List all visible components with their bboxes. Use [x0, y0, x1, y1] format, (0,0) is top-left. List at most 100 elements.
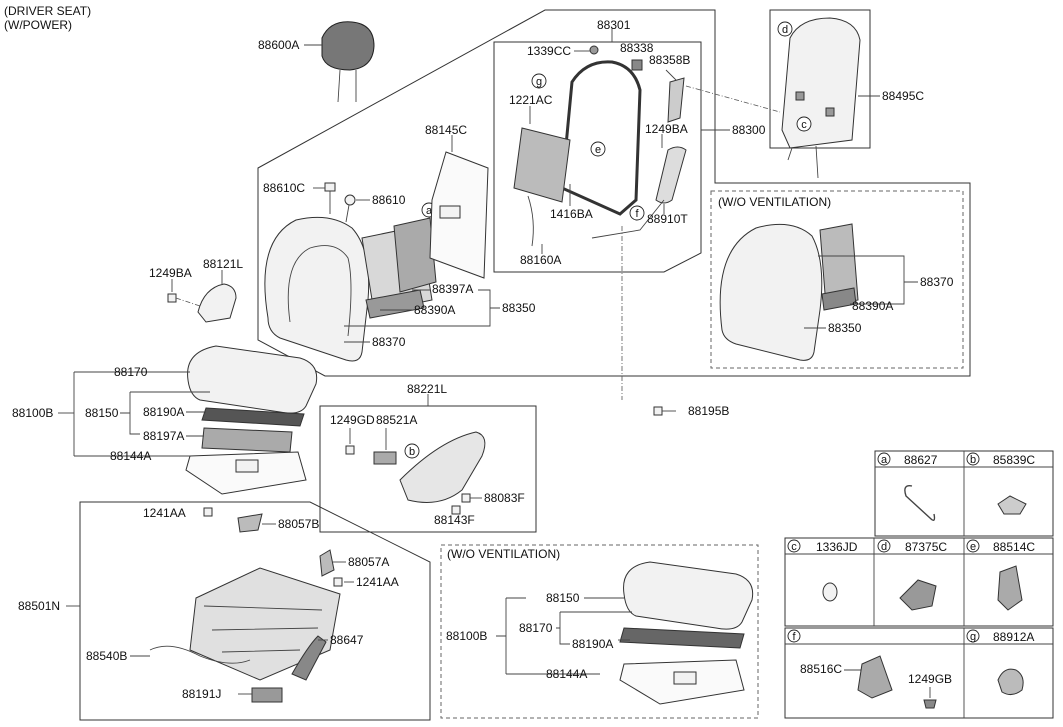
legend-a-part: 88627	[904, 453, 938, 467]
label-88144A-bottom: 88144A	[546, 667, 587, 681]
callout-g-letter: g	[536, 76, 542, 88]
label-88191J: 88191J	[182, 687, 221, 701]
label-88197A: 88197A	[143, 429, 184, 443]
back-board-part	[429, 151, 489, 279]
wo-ventilation-title-bottom: (W/O VENTILATION)	[447, 547, 560, 561]
callout-b	[404, 443, 420, 459]
label-1241AA-b: 1241AA	[356, 575, 399, 589]
back-cover-box	[769, 9, 871, 149]
legend-g-letter: g	[970, 631, 976, 643]
legend-d-part: 87375C	[905, 540, 947, 554]
frame-subgroup-box	[493, 41, 702, 273]
label-88190A-bottom: 88190A	[572, 637, 613, 651]
seat-cushion-part	[185, 345, 318, 495]
callout-d	[777, 21, 793, 37]
callout-e-letter: e	[595, 144, 601, 156]
bracket-87375C-icon	[899, 579, 937, 611]
label-88057B: 88057B	[278, 517, 319, 531]
grommet-1336JD-icon	[822, 582, 838, 602]
headrest-guide-parts	[324, 182, 356, 223]
label-88647: 88647	[330, 633, 364, 647]
callout-c	[796, 116, 812, 132]
label-88370: 88370	[372, 335, 406, 349]
label-88350: 88350	[502, 301, 536, 315]
legend-f-part-2: 1249GB	[908, 672, 952, 686]
bolt-88195B	[653, 406, 676, 416]
callout-b-letter: b	[409, 446, 415, 458]
label-88338: 88338	[620, 41, 654, 55]
label-1249BA-frame: 1249BA	[645, 122, 688, 136]
legend-g-part: 88912A	[993, 630, 1034, 644]
legend-f-part-1: 88516C	[800, 662, 842, 676]
label-88150-bottom: 88150	[546, 591, 580, 605]
label-88521A: 88521A	[376, 413, 417, 427]
legend-b-part: 85839C	[993, 453, 1035, 467]
label-88350-right: 88350	[828, 321, 862, 335]
header-driver-seat: (DRIVER SEAT)	[4, 4, 91, 18]
label-88910T: 88910T	[647, 212, 688, 226]
label-1339CC: 1339CC	[527, 44, 571, 58]
label-1249BA-left: 1249BA	[149, 266, 192, 280]
label-88100B: 88100B	[12, 406, 53, 420]
label-1221AC: 1221AC	[509, 93, 553, 107]
side-shield-part	[345, 431, 486, 515]
legend-c-part: 1336JD	[816, 540, 858, 554]
seatback-group-frame	[257, 9, 971, 377]
headrest-part	[321, 21, 375, 103]
label-88495C: 88495C	[882, 89, 924, 103]
legend-e-marker	[966, 539, 980, 553]
callout-c-letter: c	[801, 119, 807, 131]
label-88143F: 88143F	[434, 513, 475, 527]
legend-c-letter: c	[791, 541, 797, 553]
label-88170-bottom: 88170	[519, 621, 553, 635]
clip-85839C-icon	[997, 495, 1027, 515]
wire-clip-88627-icon	[904, 485, 936, 521]
seatback-cover-part	[264, 216, 370, 362]
label-88144A: 88144A	[110, 449, 151, 463]
wo-ventilation-box-top	[710, 190, 964, 369]
legend-a-marker	[877, 452, 891, 466]
label-88390A-right: 88390A	[852, 299, 893, 313]
label-88083F: 88083F	[484, 491, 525, 505]
seat-track-part	[149, 507, 343, 703]
header-power: (W/POWER)	[4, 18, 72, 32]
label-88190A: 88190A	[143, 405, 184, 419]
label-88610C: 88610C	[263, 181, 305, 195]
connector-88516C-icon	[857, 655, 893, 699]
label-88170: 88170	[114, 365, 148, 379]
label-88150: 88150	[85, 406, 119, 420]
seatback-frame-part	[513, 45, 687, 247]
callout-a-letter: a	[426, 205, 433, 217]
callout-f-letter: f	[635, 208, 639, 220]
label-88358B: 88358B	[649, 53, 690, 67]
motor-88514C-icon	[997, 565, 1023, 611]
legend-d-marker	[877, 539, 891, 553]
label-88100B-bottom: 88100B	[446, 629, 487, 643]
legend-g-marker	[966, 629, 980, 643]
label-88160A: 88160A	[520, 253, 561, 267]
legend-c-marker	[787, 539, 801, 553]
label-88301: 88301	[597, 18, 631, 32]
clip-88912A-icon	[997, 668, 1024, 696]
legend-f-letter: f	[792, 631, 796, 643]
label-88300: 88300	[732, 123, 766, 137]
screw-1249GB-icon	[923, 699, 937, 709]
track-assembly-box	[79, 501, 431, 721]
callout-e	[590, 141, 606, 157]
label-88390A: 88390A	[414, 303, 455, 317]
label-88057A: 88057A	[348, 555, 389, 569]
legend-b-marker	[966, 452, 980, 466]
label-88370-right: 88370	[920, 275, 954, 289]
label-88145C: 88145C	[425, 123, 467, 137]
label-88540B: 88540B	[86, 649, 127, 663]
wo-vent-back-cover-part	[719, 223, 859, 361]
legend-e-letter: e	[970, 541, 976, 553]
label-1241AA-a: 1241AA	[143, 506, 186, 520]
legend-a-letter: a	[881, 454, 888, 466]
label-88121L: 88121L	[203, 257, 243, 271]
label-88501N: 88501N	[18, 599, 60, 613]
legend-f-marker	[787, 629, 801, 643]
label-88610: 88610	[372, 193, 406, 207]
callout-g	[531, 73, 547, 89]
